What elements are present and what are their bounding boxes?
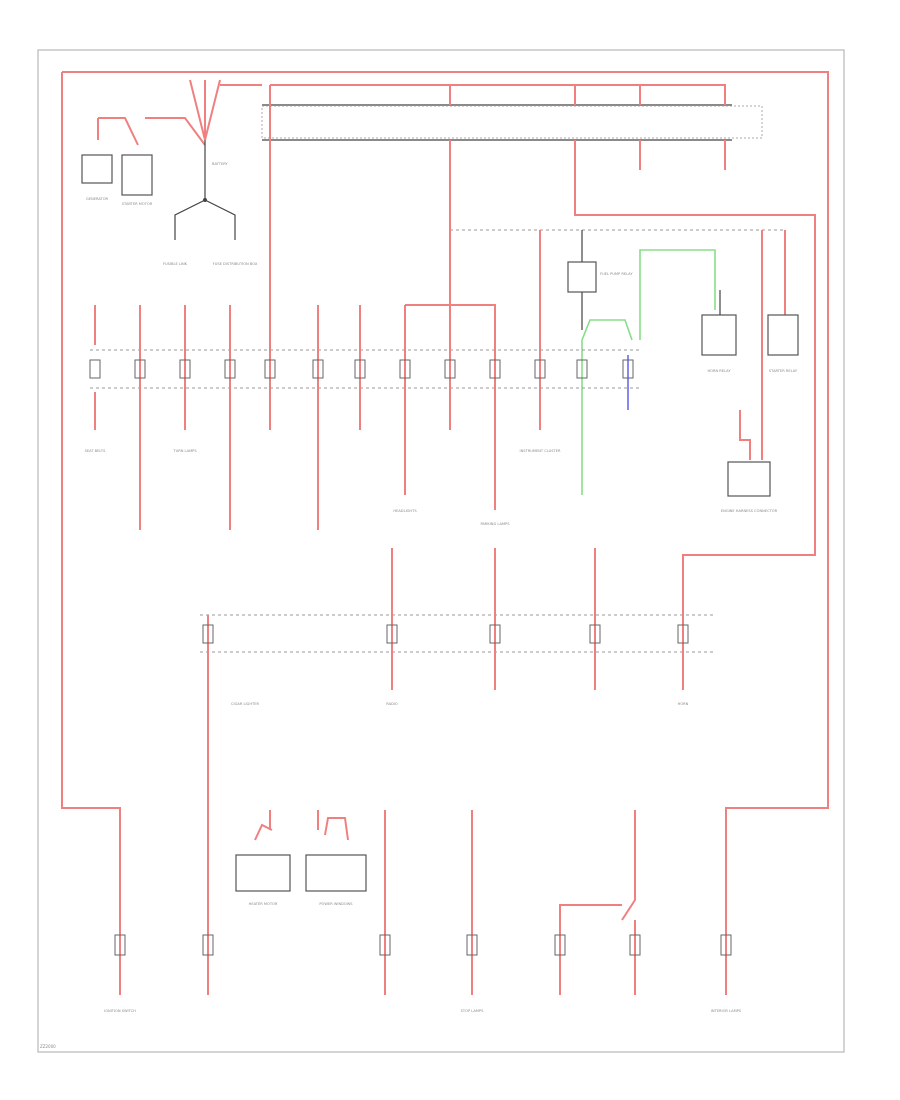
interior-lamps-label: INTERIOR LAMPS (711, 1009, 742, 1013)
starter-motor-label: STARTER MOTOR (122, 202, 153, 206)
fusible-link-label: FUSIBLE LINK (163, 262, 188, 266)
page-code: ZZ2000 (40, 1044, 56, 1049)
instrument-cluster-label: INSTRUMENT CLUSTER (520, 449, 561, 453)
relay-coil-wires (254, 817, 622, 995)
battery-node (203, 198, 207, 202)
main-power-loop (61, 71, 829, 995)
mid-fuse-bus (90, 349, 640, 389)
top-fuse-drops (449, 140, 816, 640)
top-fuse-bus (262, 104, 732, 141)
heater-motor-label: HEATER MOTOR (249, 902, 278, 906)
generator-box (81, 154, 113, 184)
power-windows-label: POWER WINDOWS (319, 902, 353, 906)
fuel-pump-relay-label: FUEL PUMP RELAY (600, 272, 633, 276)
heater-motor-box (235, 854, 291, 892)
horn-relay-label: HORN RELAY (707, 369, 731, 373)
radio-label: RADIO (386, 702, 398, 706)
lower-fuse-bus (200, 614, 715, 653)
power-windows-box (305, 854, 367, 892)
harness-feed (739, 410, 751, 460)
starter-motor-box (121, 154, 153, 196)
horn-label: HORN (678, 702, 689, 706)
fuel-pump-relay-box (567, 261, 597, 293)
mid-fuse-symbols (89, 359, 634, 379)
mid-fuse-feeds (94, 304, 541, 530)
top-feed-wires (269, 84, 726, 430)
starter-relay-box (767, 314, 799, 356)
generator-label: GENERATOR (86, 197, 109, 201)
diagram-frame (37, 49, 845, 1053)
bottom-fuse-symbols (114, 934, 732, 956)
battery-leads (174, 140, 236, 240)
turn-lamps-label: TURN LAMPS (172, 449, 197, 453)
top-fuse-block (261, 105, 763, 139)
horn-relay-box (701, 314, 737, 356)
engine-harness-label: ENGINE HARNESS CONNECTOR (721, 509, 778, 513)
engine-harness-box (727, 461, 771, 497)
headlights-label: HEADLIGHTS (393, 509, 417, 513)
bottom-feeds (207, 810, 636, 995)
battery-label: BATTERY (212, 162, 229, 166)
ignition-switch-label: IGNITION SWITCH (104, 1009, 136, 1013)
parking-lamps-label: PARKING LAMPS (480, 522, 510, 526)
stop-lamps-label: STOP LAMPS (461, 1009, 484, 1013)
battery-cables (97, 79, 262, 146)
fuse-dist-label: FUSE DISTRIBUTION BOX (213, 262, 258, 266)
seat-belts-label: SEAT BELTS (85, 449, 107, 453)
green-signal-wire (581, 249, 716, 495)
starter-relay-label: STARTER RELAY (769, 369, 798, 373)
relay-feed-wires (581, 230, 721, 330)
lower-fuse-symbols (202, 624, 689, 644)
lower-fuse-feeds (207, 548, 684, 810)
cigar-lighter-label: CIGAR LIGHTER (231, 702, 259, 706)
